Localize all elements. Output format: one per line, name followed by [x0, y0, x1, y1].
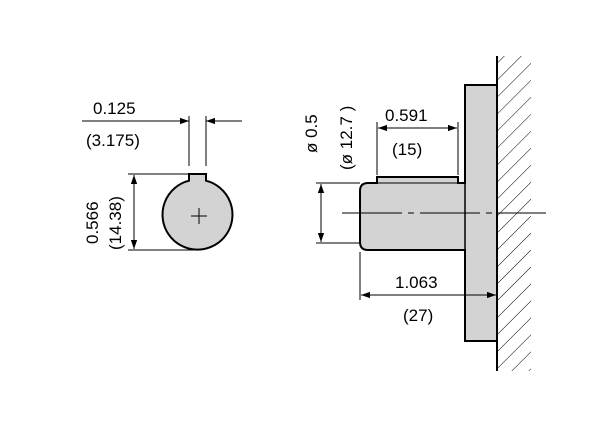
key-length-inch-label: 0.591	[385, 106, 428, 125]
key-width-inch-label: 0.125	[93, 99, 136, 118]
shaft-diameter-inch-label: ø 0.5	[302, 114, 321, 153]
key-length-mm-label: (15)	[392, 140, 422, 159]
shaft-length-mm-label: (27)	[403, 306, 433, 325]
height-inch-label: 0.566	[83, 201, 102, 244]
shaft-diameter-mm-label: (ø 12.7 )	[337, 106, 356, 170]
height-mm-label: (14.38)	[106, 196, 125, 250]
shaft-end-profile	[161, 173, 234, 251]
side-view: ø 0.5 (ø 12.7 ) 0.591 (15) 1.063 (27)	[302, 56, 546, 371]
shaft-length-inch-label: 1.063	[395, 273, 438, 292]
key-width-mm-label: (3.175)	[86, 131, 140, 150]
end-view: 0.125 (3.175) 0.566 (14.38)	[82, 99, 242, 251]
